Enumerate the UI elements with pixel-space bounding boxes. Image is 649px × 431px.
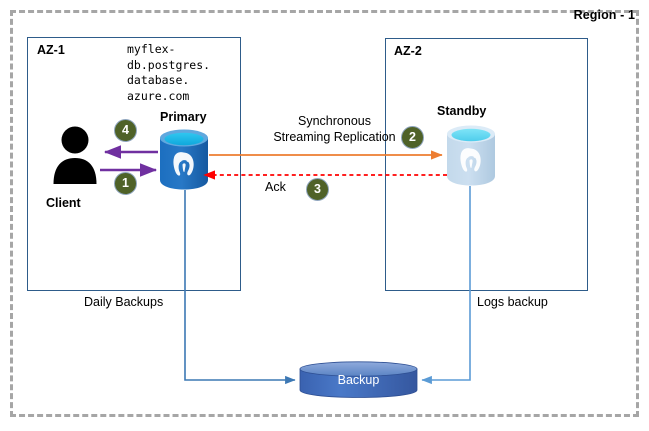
- step-badge-1: 1: [114, 172, 137, 195]
- client-label: Client: [46, 196, 81, 210]
- hostname-line-4: azure.com: [127, 88, 190, 103]
- hostname-line-3: database.: [127, 73, 190, 87]
- replication-label: Synchronous Streaming Replication: [247, 113, 422, 145]
- region-boundary: [10, 10, 639, 417]
- postgres-database-icon-standby: [447, 125, 495, 186]
- hostname-line-1: myflex-: [127, 42, 176, 56]
- line-logs-backup: [421, 186, 471, 385]
- line-daily-backups: [184, 190, 296, 385]
- step-badge-3: 3: [306, 178, 329, 201]
- logs-backup-label: Logs backup: [477, 295, 548, 309]
- ack-label: Ack: [265, 180, 286, 194]
- replication-label-line-2: Streaming Replication: [273, 130, 396, 144]
- server-hostname: myflex- db.postgres. database. azure.com: [127, 42, 231, 104]
- primary-label: Primary: [160, 110, 207, 124]
- standby-label: Standby: [437, 104, 487, 118]
- daily-backups-label: Daily Backups: [84, 295, 164, 309]
- hostname-line-2: db.postgres.: [127, 57, 211, 72]
- availability-zone-2-label: AZ-2: [394, 44, 422, 58]
- availability-zone-1-box: [27, 37, 241, 291]
- availability-zone-2-box: [385, 38, 588, 291]
- step-badge-2: 2: [401, 126, 424, 149]
- availability-zone-1-label: AZ-1: [37, 43, 65, 57]
- region-label: Region - 1: [573, 8, 635, 22]
- replication-label-line-1: Synchronous: [298, 114, 371, 128]
- user-icon: [53, 126, 97, 184]
- storage-cylinder-icon-backup: [299, 361, 418, 398]
- postgres-database-icon-primary: [160, 129, 208, 190]
- step-badge-4: 4: [114, 119, 137, 142]
